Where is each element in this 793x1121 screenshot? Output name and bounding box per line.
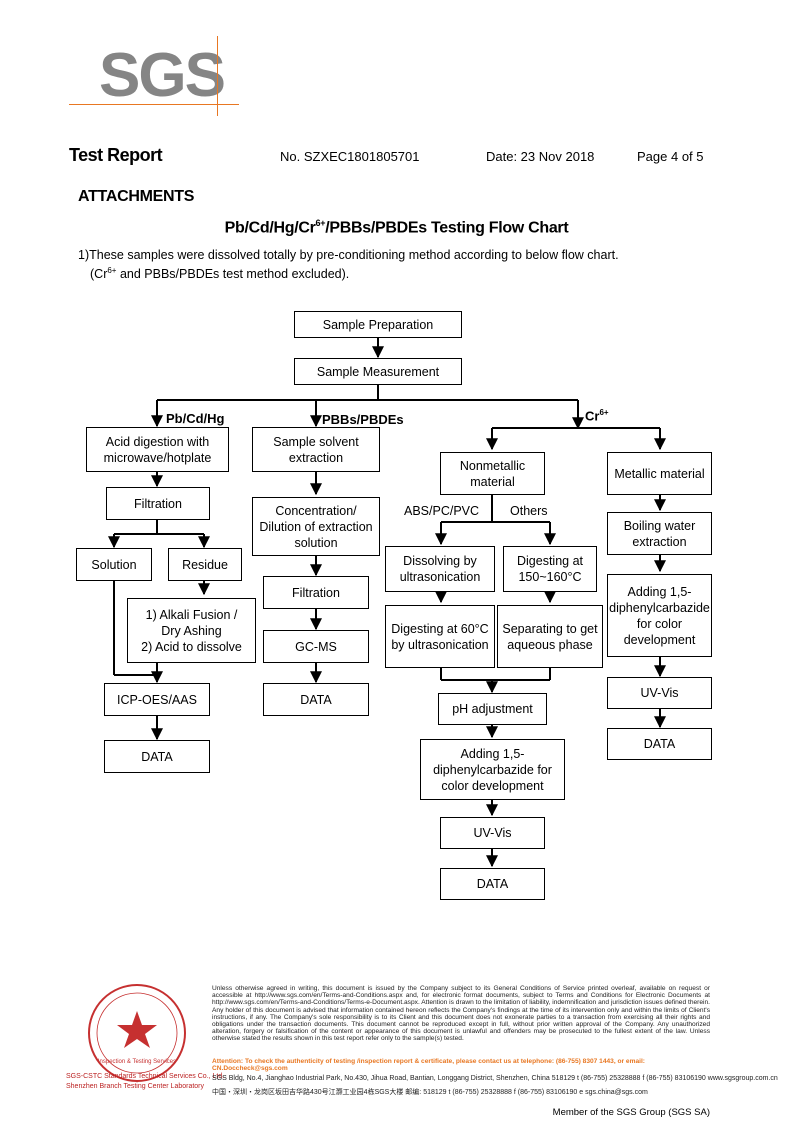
sample-preparation-box: Sample Preparation — [294, 311, 462, 338]
concentration-dilution-box: Concentration/ Dilution of extraction so… — [252, 497, 380, 556]
separating-aqueous-box: Separating to get aqueous phase — [497, 605, 603, 668]
note-line-2: (Cr6+ and PBBs/PBDEs test method exclude… — [90, 266, 350, 282]
footer-disclaimer: Unless otherwise agreed in writing, this… — [212, 985, 710, 1043]
nonmetallic-material-box: Nonmetallic material — [440, 452, 545, 495]
svg-text:Inspection & Testing Services: Inspection & Testing Services — [98, 1059, 176, 1065]
ph-adjustment-box: pH adjustment — [438, 693, 547, 725]
data-box-3: DATA — [440, 868, 545, 900]
dissolving-ultrasonication-box: Dissolving by ultrasonication — [385, 546, 495, 592]
note-text: 1)These samples were dissolved totally b… — [78, 247, 619, 282]
icp-oes-aas-box: ICP-OES/AAS — [104, 683, 210, 716]
metallic-material-box: Metallic material — [607, 452, 712, 495]
logo-rule-horizontal — [69, 104, 239, 105]
adding-diphenylcarbazide-box-2: Adding 1,5-diphenylcarbazide for color d… — [607, 574, 712, 657]
data-box-1: DATA — [104, 740, 210, 773]
filtration-box-2: Filtration — [263, 576, 369, 609]
branch-label-metals: Pb/Cd/Hg — [166, 411, 225, 426]
sgs-logo: SGS — [69, 36, 239, 116]
note-line-1: 1)These samples were dissolved totally b… — [78, 248, 619, 262]
data-box-2: DATA — [263, 683, 369, 716]
footer-attention: Attention: To check the authenticity of … — [212, 1058, 645, 1073]
digesting-60-box: Digesting at 60°C by ultrasonication — [385, 605, 495, 668]
filtration-box-1: Filtration — [106, 487, 210, 520]
report-number: No. SZXEC1801805701 — [280, 149, 420, 164]
sample-measurement-box: Sample Measurement — [294, 358, 462, 385]
branch-label-cr: Cr6+ — [585, 408, 609, 424]
stamp-caption: SGS-CSTC Standards Technical Services Co… — [66, 1073, 225, 1090]
digesting-150-box: Digesting at 150~160°C — [503, 546, 597, 592]
data-box-4: DATA — [607, 728, 712, 760]
uv-vis-box-1: UV-Vis — [440, 817, 545, 849]
report-date: Date: 23 Nov 2018 — [486, 149, 595, 164]
acid-digestion-box: Acid digestion with microwave/hotplate — [86, 427, 229, 472]
gc-ms-box: GC-MS — [263, 630, 369, 663]
logo-text: SGS — [99, 41, 226, 110]
residue-box: Residue — [168, 548, 242, 581]
logo-rule-vertical — [217, 36, 218, 116]
section-title: ATTACHMENTS — [78, 188, 195, 205]
uv-vis-box-2: UV-Vis — [607, 677, 712, 709]
flow-chart-title: Pb/Cd/Hg/Cr6+/PBBs/PBDEs Testing Flow Ch… — [224, 218, 569, 237]
solution-box: Solution — [76, 548, 152, 581]
footer-address-cn: 中国・深圳・龙岗区坂田吉华路430号江灏工业园4栋SGS大楼 邮编: 51812… — [212, 1089, 648, 1096]
report-title: Test Report — [69, 145, 163, 165]
sgs-member-note: Member of the SGS Group (SGS SA) — [552, 1107, 710, 1118]
footer-address-en: SGS Bldg, No.4, Jianghao Industrial Park… — [212, 1075, 778, 1082]
others-label: Others — [510, 504, 548, 518]
company-seal-stamp: Inspection & Testing Services — [88, 984, 186, 1082]
page-number: Page 4 of 5 — [637, 149, 704, 164]
branch-label-pbb: PBBs/PBDEs — [322, 412, 404, 427]
abs-pc-pvc-label: ABS/PC/PVC — [404, 504, 480, 518]
sample-solvent-extraction-box: Sample solvent extraction — [252, 427, 380, 472]
boiling-water-extraction-box: Boiling water extraction — [607, 512, 712, 555]
adding-diphenylcarbazide-box-1: Adding 1,5-diphenylcarbazide for color d… — [420, 739, 565, 800]
